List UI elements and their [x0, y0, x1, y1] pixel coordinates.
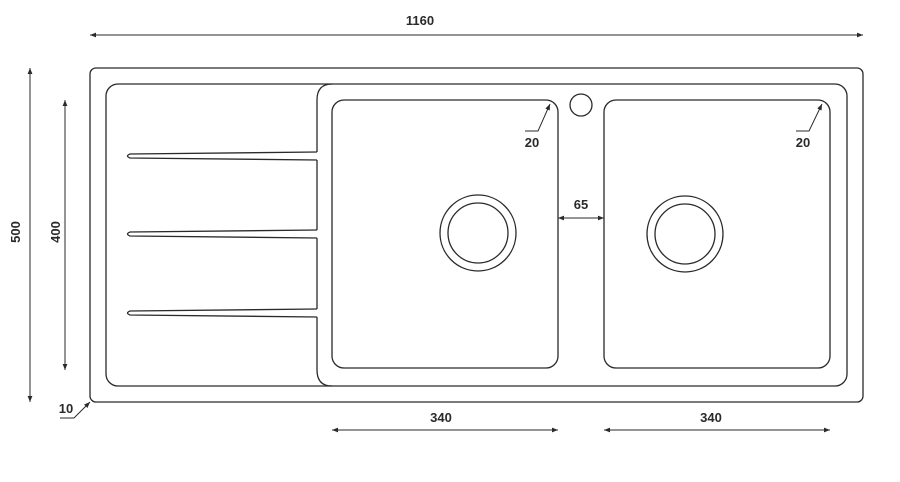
drainboard-grooves [126, 151, 318, 318]
dimension-corner-radius-right: 20 [796, 135, 810, 150]
leader-radius-left [525, 103, 551, 132]
bowl-right [603, 99, 831, 369]
tap-hole [569, 93, 593, 117]
drain-left [439, 194, 517, 272]
groove [126, 151, 318, 161]
dimension-inner-depth: 400 [48, 221, 63, 243]
sink-inner-surface [105, 83, 848, 387]
sink-outer-rim [89, 67, 864, 403]
dimension-corner-radius-left: 20 [525, 135, 539, 150]
dimension-bowl-right-width: 340 [700, 410, 722, 425]
bowl-left [331, 99, 559, 369]
leader-radius-right [796, 103, 823, 132]
drain-right [646, 195, 724, 273]
dimension-bowl-left-width: 340 [430, 410, 452, 425]
drainboard-edge [316, 83, 333, 387]
dimension-overall-depth: 500 [8, 221, 23, 243]
dimension-rim-radius: 10 [59, 401, 73, 416]
dimension-overall-width: 1160 [406, 13, 434, 28]
leader-rim-radius [60, 401, 91, 419]
groove [126, 229, 318, 239]
dimension-bowl-gap: 65 [574, 197, 588, 212]
groove [126, 308, 318, 318]
